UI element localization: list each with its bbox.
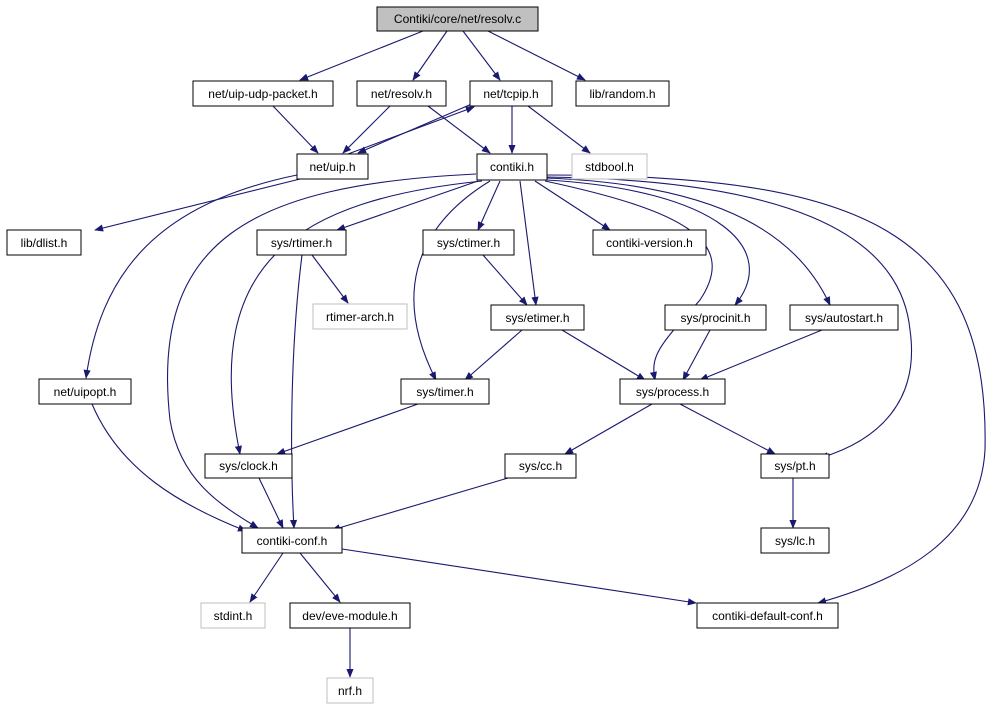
edge-contiki-h-to-process-h: [544, 180, 713, 381]
svg-text:sys/cc.h: sys/cc.h: [519, 459, 562, 473]
svg-text:sys/procinit.h: sys/procinit.h: [680, 311, 750, 325]
edge-contiki-h-to-procinit-h: [545, 179, 750, 306]
node-contiki-version-h[interactable]: contiki-version.h: [592, 229, 707, 256]
edge-tcpip-h-to-uip-h: [357, 102, 475, 154]
svg-text:sys/etimer.h: sys/etimer.h: [505, 311, 569, 325]
svg-text:net/tcpip.h: net/tcpip.h: [483, 87, 538, 101]
svg-text:lib/random.h: lib/random.h: [589, 87, 655, 101]
svg-text:rtimer-arch.h: rtimer-arch.h: [326, 310, 394, 324]
edge-rtimer-h-to-contiki-conf-h: [289, 254, 303, 529]
edge-uip-h-to-tcpip-h: [347, 106, 475, 155]
edge-contiki-h-to-pt-h: [545, 176, 912, 460]
node-stdint-h[interactable]: stdint.h: [200, 602, 266, 629]
node-pt-h[interactable]: sys/pt.h: [760, 453, 830, 479]
node-uip-h[interactable]: net/uip.h: [296, 153, 369, 180]
node-etimer-h[interactable]: sys/etimer.h: [490, 304, 585, 331]
node-autostart-h[interactable]: sys/autostart.h: [789, 304, 899, 331]
node-rtimer-h[interactable]: sys/rtimer.h: [256, 229, 347, 256]
edge-etimer-h-to-timer-h: [464, 329, 523, 381]
edge-contiki-h-to-contiki-version-h: [534, 180, 611, 231]
svg-text:net/uipopt.h: net/uipopt.h: [54, 385, 117, 399]
edge-resolv-c-to-resolv-h: [412, 30, 448, 81]
edge-contiki-h-to-ctimer-h: [477, 180, 501, 231]
edge-uip-h-to-uipopt-h: [83, 174, 298, 379]
edge-rtimer-h-to-rtimer-arch-h: [311, 254, 349, 304]
node-contiki-h[interactable]: contiki.h: [476, 153, 548, 181]
svg-text:sys/clock.h: sys/clock.h: [219, 459, 278, 473]
svg-text:sys/process.h: sys/process.h: [636, 385, 709, 399]
edge-contiki-h-to-etimer-h: [519, 180, 539, 306]
edge-timer-h-to-clock-h: [276, 403, 419, 455]
svg-text:Contiki/core/net/resolv.c: Contiki/core/net/resolv.c: [394, 12, 521, 26]
edge-contiki-h-to-rtimer-h: [336, 180, 479, 231]
edge-resolv-c-to-random-h: [487, 30, 586, 81]
svg-text:contiki-default-conf.h: contiki-default-conf.h: [712, 609, 823, 623]
edge-process-h-to-pt-h: [679, 403, 776, 455]
node-resolv-c[interactable]: Contiki/core/net/resolv.c: [376, 6, 539, 32]
node-stdbool-h[interactable]: stdbool.h: [571, 153, 648, 180]
node-uipopt-h[interactable]: net/uipopt.h: [38, 378, 132, 405]
svg-text:lib/dlist.h: lib/dlist.h: [21, 236, 68, 250]
edge-procinit-h-to-process-h: [682, 329, 711, 381]
svg-text:sys/pt.h: sys/pt.h: [774, 459, 815, 473]
edge-cc-h-to-contiki-conf-h: [331, 477, 509, 532]
nodes: Contiki/core/net/resolv.c net/uip-udp-pa…: [6, 6, 899, 704]
svg-text:stdbool.h: stdbool.h: [585, 160, 634, 174]
edge-contiki-conf-h-to-contiki-default-conf-h: [341, 548, 697, 606]
svg-text:sys/lc.h: sys/lc.h: [775, 534, 815, 548]
edge-uip-h-to-dlist-h: [94, 178, 301, 232]
svg-text:net/resolv.h: net/resolv.h: [371, 87, 432, 101]
svg-text:stdint.h: stdint.h: [214, 609, 253, 623]
svg-text:net/uip.h: net/uip.h: [309, 160, 355, 174]
edge-uipopt-h-to-contiki-conf-h: [91, 403, 247, 532]
edge-etimer-h-to-process-h: [561, 329, 646, 381]
node-rtimer-arch-h[interactable]: rtimer-arch.h: [312, 303, 408, 330]
edge-contiki-h-to-autostart-h: [545, 177, 831, 306]
node-dlist-h[interactable]: lib/dlist.h: [6, 229, 82, 256]
svg-text:sys/timer.h: sys/timer.h: [416, 385, 473, 399]
edge-uip-udp-packet-to-uip-h: [272, 105, 319, 154]
node-contiki-default-conf-h[interactable]: contiki-default-conf.h: [696, 602, 839, 629]
edge-clock-h-to-contiki-conf-h: [258, 477, 284, 529]
svg-text:contiki-conf.h: contiki-conf.h: [257, 534, 328, 548]
node-process-h[interactable]: sys/process.h: [619, 378, 726, 405]
svg-text:sys/autostart.h: sys/autostart.h: [805, 311, 883, 325]
node-tcpip-h[interactable]: net/tcpip.h: [469, 80, 553, 107]
edge-contiki-h-to-timer-h: [413, 180, 491, 381]
node-nrf-h[interactable]: nrf.h: [326, 677, 374, 704]
node-ctimer-h[interactable]: sys/ctimer.h: [422, 229, 515, 256]
edge-process-h-to-cc-h: [564, 403, 653, 455]
edge-contiki-h-to-contiki-default-conf-h: [545, 174, 986, 605]
svg-text:dev/eve-module.h: dev/eve-module.h: [302, 609, 397, 623]
node-resolv-h[interactable]: net/resolv.h: [356, 80, 447, 107]
node-clock-h[interactable]: sys/clock.h: [204, 453, 293, 479]
edge-contiki-conf-h-to-eve-module-h: [299, 552, 341, 603]
node-timer-h[interactable]: sys/timer.h: [400, 378, 490, 405]
edge-contiki-h-to-contiki-conf-h: [166, 173, 477, 529]
node-lc-h[interactable]: sys/lc.h: [760, 527, 830, 554]
svg-text:contiki-version.h: contiki-version.h: [606, 236, 693, 250]
svg-text:sys/rtimer.h: sys/rtimer.h: [271, 236, 332, 250]
edge-contiki-conf-h-to-stdint-h: [249, 552, 284, 603]
svg-text:nrf.h: nrf.h: [338, 684, 362, 698]
node-random-h[interactable]: lib/random.h: [575, 80, 670, 107]
edge-resolv-c-to-uip-udp-packet: [299, 30, 424, 81]
edge-resolv-h-to-uip-h: [342, 105, 391, 154]
node-eve-module-h[interactable]: dev/eve-module.h: [289, 602, 411, 629]
edge-ctimer-h-to-etimer-h: [482, 254, 528, 306]
node-uip-udp-packet-h[interactable]: net/uip-udp-packet.h: [192, 80, 334, 107]
svg-text:net/uip-udp-packet.h: net/uip-udp-packet.h: [208, 87, 317, 101]
edge-autostart-h-to-process-h: [699, 329, 823, 381]
edge-resolv-c-to-tcpip-h: [462, 30, 501, 81]
node-contiki-conf-h[interactable]: contiki-conf.h: [241, 527, 343, 554]
edge-tcpip-h-to-stdbool-h: [527, 105, 591, 154]
edge-resolv-h-to-contiki-h: [427, 105, 491, 154]
svg-text:contiki.h: contiki.h: [490, 160, 534, 174]
node-cc-h[interactable]: sys/cc.h: [504, 453, 577, 479]
node-procinit-h[interactable]: sys/procinit.h: [664, 304, 767, 331]
svg-text:sys/ctimer.h: sys/ctimer.h: [437, 236, 500, 250]
edges: [83, 30, 986, 678]
